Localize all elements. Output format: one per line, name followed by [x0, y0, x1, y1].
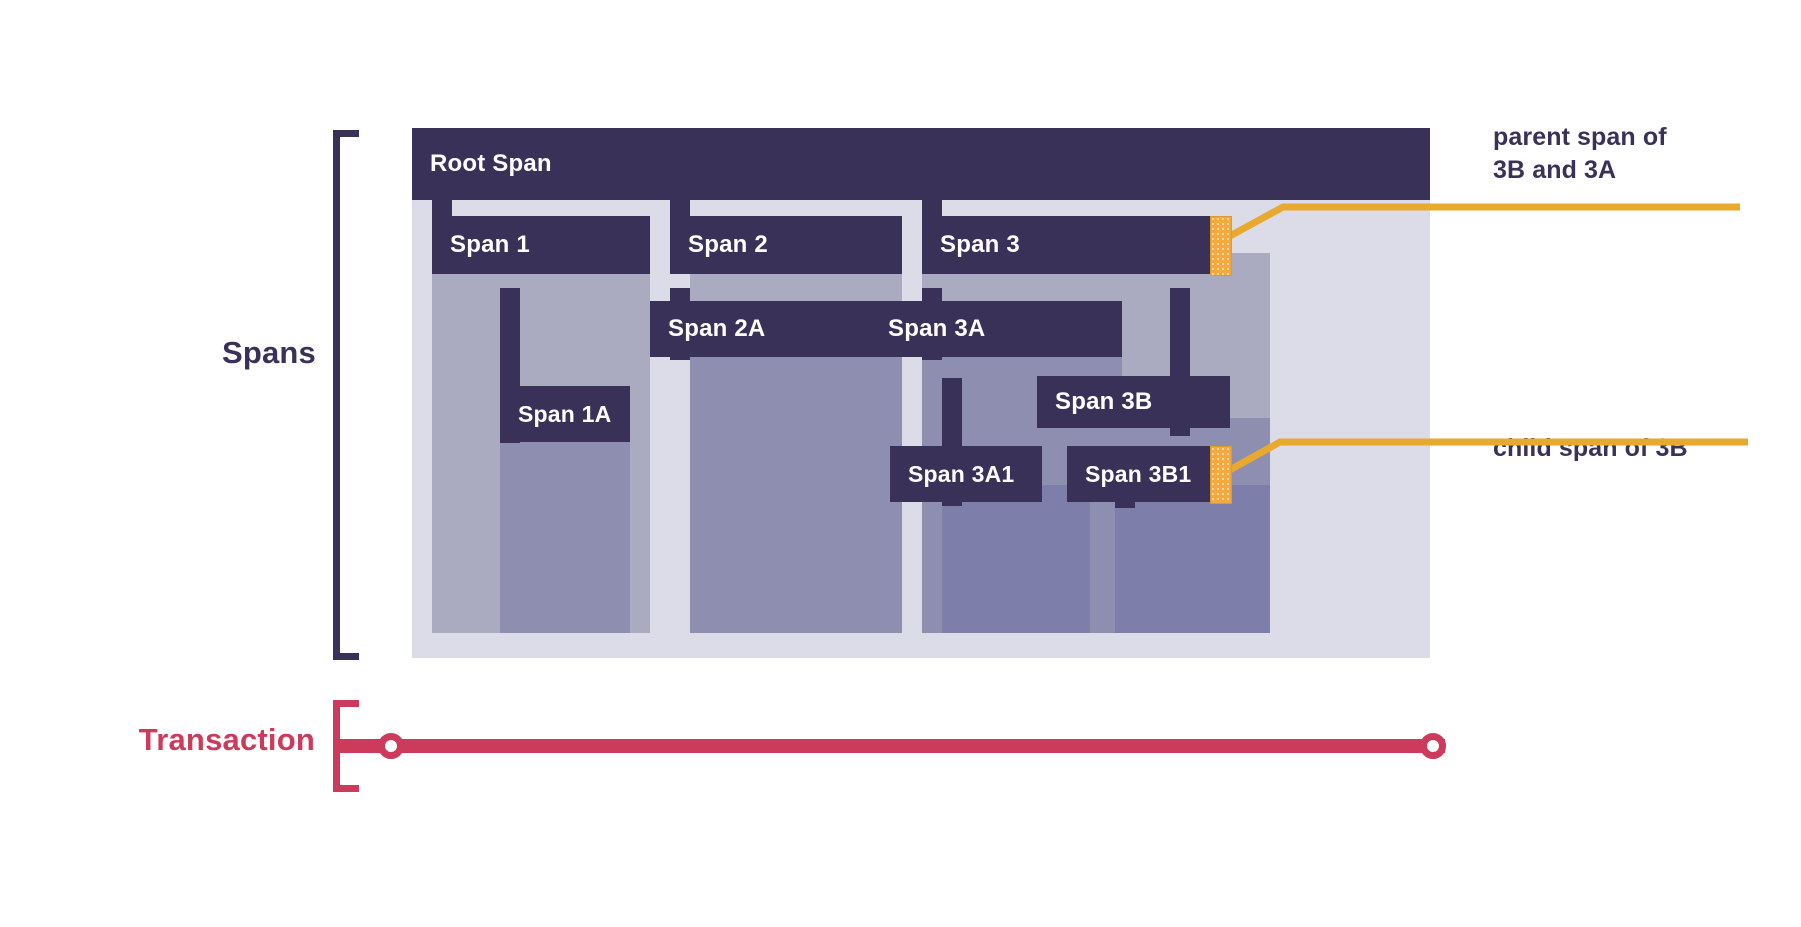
- highlight-chip-span3: [1210, 216, 1232, 276]
- span-label-root: Root Span: [430, 150, 552, 177]
- span-bar-span2[interactable]: Span 2: [670, 216, 902, 274]
- span-label-span3: Span 3: [940, 231, 1020, 258]
- annotation-child-line1: child span of 3B: [1493, 434, 1688, 462]
- span-label-span3b: Span 3B: [1055, 388, 1153, 415]
- tier-background-span3b1: [1115, 485, 1270, 633]
- spans-group-label: Spans: [221, 335, 316, 370]
- transaction-start-dot[interactable]: [378, 733, 404, 759]
- span-bar-span1[interactable]: Span 1: [432, 216, 650, 274]
- span-bar-span3b[interactable]: Span 3B: [1037, 376, 1230, 428]
- span-bar-span2a[interactable]: Span 2A: [650, 301, 902, 357]
- annotation-parent-span: parent span of 3B and 3A: [1493, 121, 1793, 187]
- span-bar-span3b1[interactable]: Span 3B1: [1067, 446, 1230, 502]
- span-label-span1: Span 1: [450, 231, 530, 258]
- tier-background-span2a: [690, 341, 902, 633]
- annotation-child-span: child span of 3B: [1493, 432, 1801, 465]
- span-label-span1a: Span 1A: [518, 400, 612, 427]
- highlight-chip-span3b1: [1210, 446, 1232, 504]
- tier-background-span1a: [500, 428, 630, 633]
- span-label-span3a: Span 3A: [888, 315, 986, 342]
- transaction-line: [340, 739, 1445, 753]
- transaction-end-dot[interactable]: [1420, 733, 1446, 759]
- span-label-span3b1: Span 3B1: [1085, 460, 1192, 487]
- span-label-span3a1: Span 3A1: [908, 460, 1015, 487]
- span-bar-span1a[interactable]: Span 1A: [500, 386, 630, 442]
- transaction-group-label: Transaction: [138, 722, 315, 757]
- transaction-bracket: [333, 700, 359, 792]
- spans-bracket: [333, 130, 359, 660]
- annotation-parent-line1: parent span of: [1493, 123, 1667, 151]
- span-bar-span3[interactable]: Span 3: [922, 216, 1230, 274]
- span-bar-span3a[interactable]: Span 3A: [870, 301, 1122, 357]
- span-bar-root[interactable]: Root Span: [412, 128, 1430, 200]
- tier-background-span3a1: [942, 485, 1094, 633]
- spans-diagram: Root Span Span 1 Span 1A Span 2 Span 2A …: [412, 128, 1430, 658]
- span-label-span2a: Span 2A: [668, 315, 766, 342]
- annotation-parent-line2: 3B and 3A: [1493, 156, 1617, 184]
- span-bar-span3a1[interactable]: Span 3A1: [890, 446, 1042, 502]
- span-label-span2: Span 2: [688, 231, 768, 258]
